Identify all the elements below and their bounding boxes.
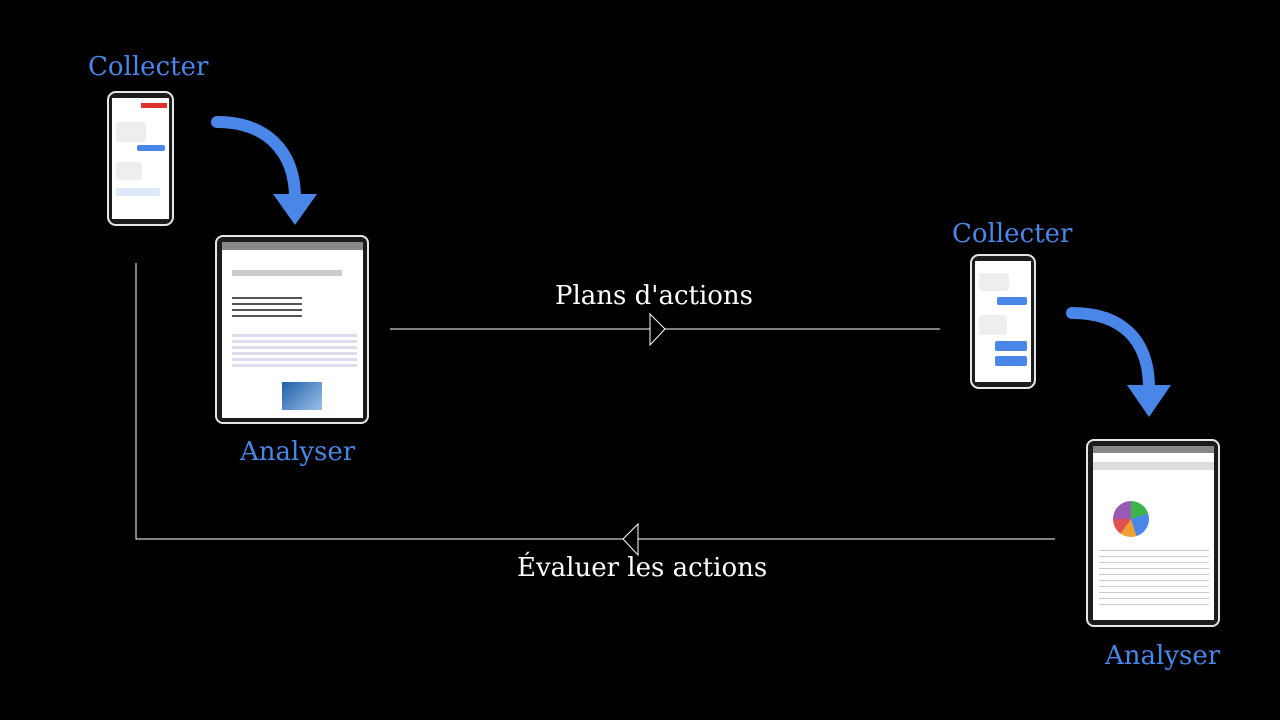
tablet-left xyxy=(215,235,369,424)
phone-right xyxy=(970,254,1036,389)
evaluate-caption: Évaluer les actions xyxy=(517,553,768,583)
phone-left-bubble xyxy=(116,188,160,196)
curved-arrowhead-right xyxy=(1127,385,1171,417)
tablet-right-toolbar xyxy=(1093,446,1214,453)
phone-right-screen xyxy=(975,261,1031,382)
collect-label-right: Collecter xyxy=(952,219,1073,249)
evaluate-arrowhead xyxy=(622,522,639,557)
tablet-right-radar-chart xyxy=(1113,501,1149,537)
phone-right-bubble xyxy=(979,315,1007,335)
collect-label-left: Collecter xyxy=(88,52,209,82)
phone-left-badge xyxy=(141,103,167,108)
tablet-left-toolbar xyxy=(222,242,363,250)
evaluate-flow-line xyxy=(135,263,1055,540)
phone-left-bubble xyxy=(116,162,142,180)
curved-arrow-left xyxy=(211,116,301,204)
tablet-left-screen xyxy=(222,242,363,418)
tablet-left-heatmap xyxy=(282,382,322,410)
phone-right-reply xyxy=(997,297,1027,305)
tablet-right-header xyxy=(1093,462,1214,470)
tablet-left-bars xyxy=(232,297,302,321)
curved-arrow-right xyxy=(1066,307,1155,394)
tablet-right-screen xyxy=(1093,446,1214,620)
tablet-left-header xyxy=(232,270,342,276)
plans-caption: Plans d'actions xyxy=(555,281,754,311)
phone-left xyxy=(107,91,174,226)
tablet-left-table xyxy=(232,334,357,370)
tablet-right-list xyxy=(1099,550,1209,610)
phone-right-bubble xyxy=(979,273,1009,291)
curved-arrowhead-left xyxy=(273,194,317,225)
phone-right-reply xyxy=(995,356,1027,366)
phone-left-screen xyxy=(112,98,169,219)
tablet-right xyxy=(1086,439,1220,627)
analyse-label-right: Analyser xyxy=(1105,641,1221,671)
phone-left-bubble xyxy=(116,122,146,142)
analyse-label-left: Analyser xyxy=(240,437,356,467)
phone-left-reply xyxy=(137,145,165,151)
plans-arrowhead xyxy=(649,312,666,347)
phone-right-reply xyxy=(995,341,1027,351)
